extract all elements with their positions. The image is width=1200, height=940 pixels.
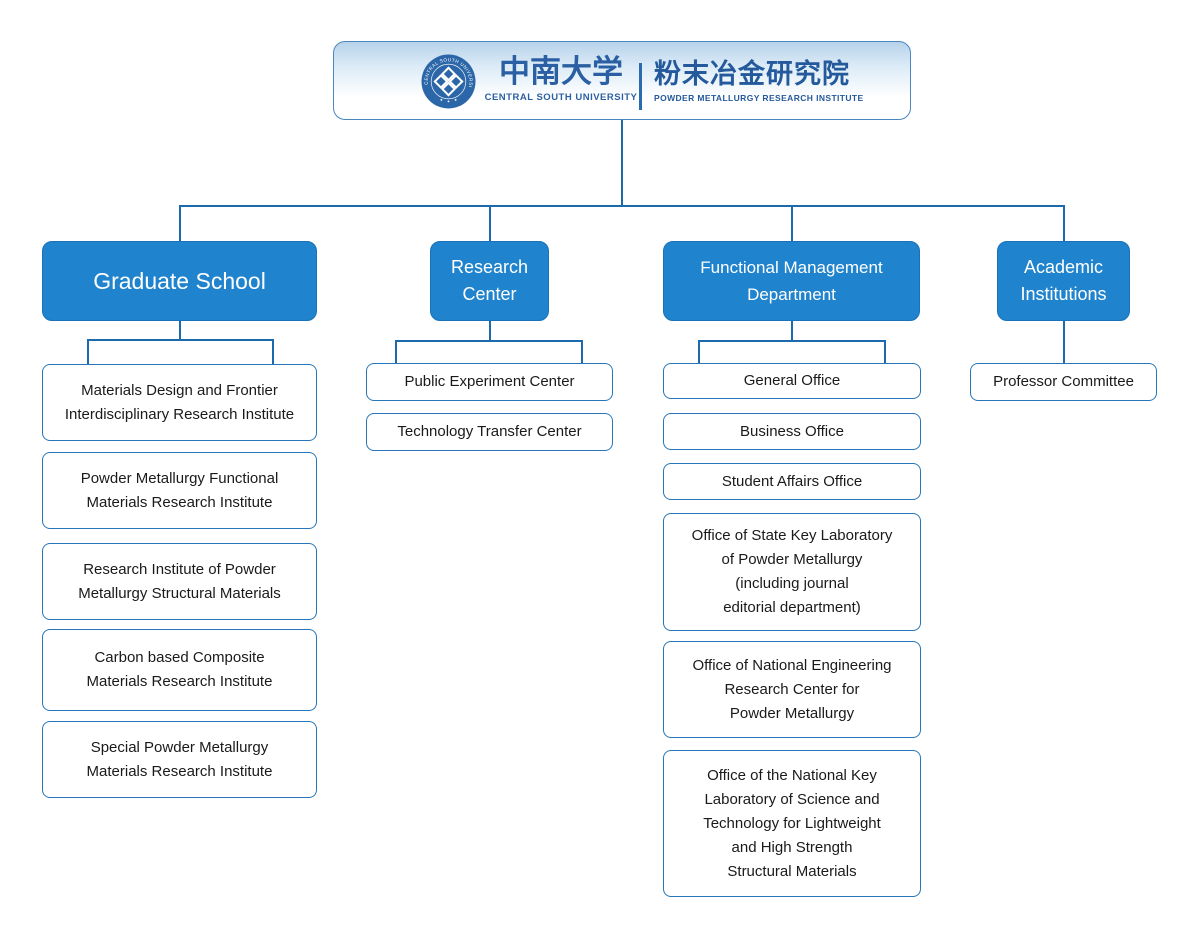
leaf-label: Professor Committee <box>993 373 1134 390</box>
institute-name-cn: 粉末冶金研究院 <box>654 59 850 89</box>
connector-gs-stub <box>179 321 181 341</box>
branch-label: Graduate School <box>93 267 266 294</box>
university-name-cn: 中南大学 <box>499 54 623 89</box>
branch-functional-management-department: Functional Management Department <box>663 241 920 321</box>
leaf-label: Office of the National Key Laboratory of… <box>703 766 881 880</box>
node-professor-committee: Professor Committee <box>970 363 1157 401</box>
node-national-key-laboratory-lightweight-office: Office of the National Key Laboratory of… <box>663 750 921 897</box>
connector-fm-drop-left <box>698 340 700 363</box>
node-public-experiment-center: Public Experiment Center <box>366 363 613 401</box>
leaf-label: General Office <box>743 372 841 389</box>
institute-name-en: POWDER METALLURGY RESEARCH INSTITUTE <box>654 93 864 103</box>
connector-fm-stub <box>791 321 793 342</box>
branch-label: Functional Management Department <box>700 258 883 304</box>
node-pm-functional-materials-institute: Powder Metallurgy Functional Materials R… <box>42 452 317 529</box>
node-pm-structural-materials-institute: Research Institute of Powder Metallurgy … <box>42 543 317 620</box>
connector-fm-drop-right <box>884 340 886 363</box>
university-name-block: 中南大学 CENTRAL SOUTH UNIVERSITY <box>480 53 642 103</box>
branch-research-center: Research Center <box>430 241 549 321</box>
leaf-label: Carbon based Composite Materials Researc… <box>86 649 273 690</box>
leaf-label: Technology Transfer Center <box>397 423 582 440</box>
connector-rc-rail <box>395 340 583 342</box>
connector-gs-rail <box>87 339 274 341</box>
branch-label: Research Center <box>450 257 529 304</box>
connector-rc-stub <box>489 321 491 342</box>
branch-label: Academic Institutions <box>1020 257 1107 304</box>
connector-drop-graduate-school <box>179 205 181 241</box>
node-materials-design-frontier-institute: Materials Design and Frontier Interdisci… <box>42 364 317 441</box>
leaf-label: Research Institute of Powder Metallurgy … <box>78 560 281 602</box>
university-name-en: CENTRAL SOUTH UNIVERSITY <box>484 92 638 103</box>
node-general-office: General Office <box>663 363 921 399</box>
leaf-label: Materials Design and Frontier Interdisci… <box>64 381 295 423</box>
header-box: CENTRAL SOUTH UNIVERSITY 中南大学 CENTRAL SO… <box>333 41 911 120</box>
university-seal-icon: CENTRAL SOUTH UNIVERSITY <box>421 54 476 109</box>
node-business-office: Business Office <box>663 413 921 450</box>
connector-rc-drop-right <box>581 340 583 363</box>
leaf-label: Office of State Key Laboratory of Powder… <box>691 527 893 616</box>
node-carbon-composite-materials-institute: Carbon based Composite Materials Researc… <box>42 629 317 711</box>
node-special-pm-materials-institute: Special Powder Metallurgy Materials Rese… <box>42 721 317 798</box>
connector-drop-academic-institutions <box>1063 205 1065 241</box>
node-student-affairs-office: Student Affairs Office <box>663 463 921 500</box>
connector-ai-link <box>1063 321 1065 363</box>
branch-academic-institutions: Academic Institutions <box>997 241 1130 321</box>
connector-rc-drop-left <box>395 340 397 363</box>
institute-name-block: 粉末冶金研究院 POWDER METALLURGY RESEARCH INSTI… <box>654 57 864 103</box>
node-state-key-laboratory-office: Office of State Key Laboratory of Powder… <box>663 513 921 631</box>
connector-gs-drop-right <box>272 339 274 364</box>
node-national-engineering-research-center-office: Office of National Engineering Research … <box>663 641 921 738</box>
connector-main-rail <box>179 205 1065 207</box>
connector-root-stub <box>621 120 623 206</box>
connector-drop-research-center <box>489 205 491 241</box>
leaf-label: Office of National Engineering Research … <box>692 656 892 722</box>
leaf-label: Business Office <box>740 422 844 440</box>
connector-fm-rail <box>698 340 886 342</box>
branch-graduate-school: Graduate School <box>42 241 317 321</box>
header-divider <box>639 63 642 110</box>
connector-gs-drop-left <box>87 339 89 364</box>
leaf-label: Public Experiment Center <box>404 373 575 390</box>
node-technology-transfer-center: Technology Transfer Center <box>366 413 613 451</box>
connector-drop-functional-management <box>791 205 793 241</box>
leaf-label: Powder Metallurgy Functional Materials R… <box>80 469 279 511</box>
leaf-label: Student Affairs Office <box>721 472 863 490</box>
leaf-label: Special Powder Metallurgy Materials Rese… <box>86 738 273 780</box>
